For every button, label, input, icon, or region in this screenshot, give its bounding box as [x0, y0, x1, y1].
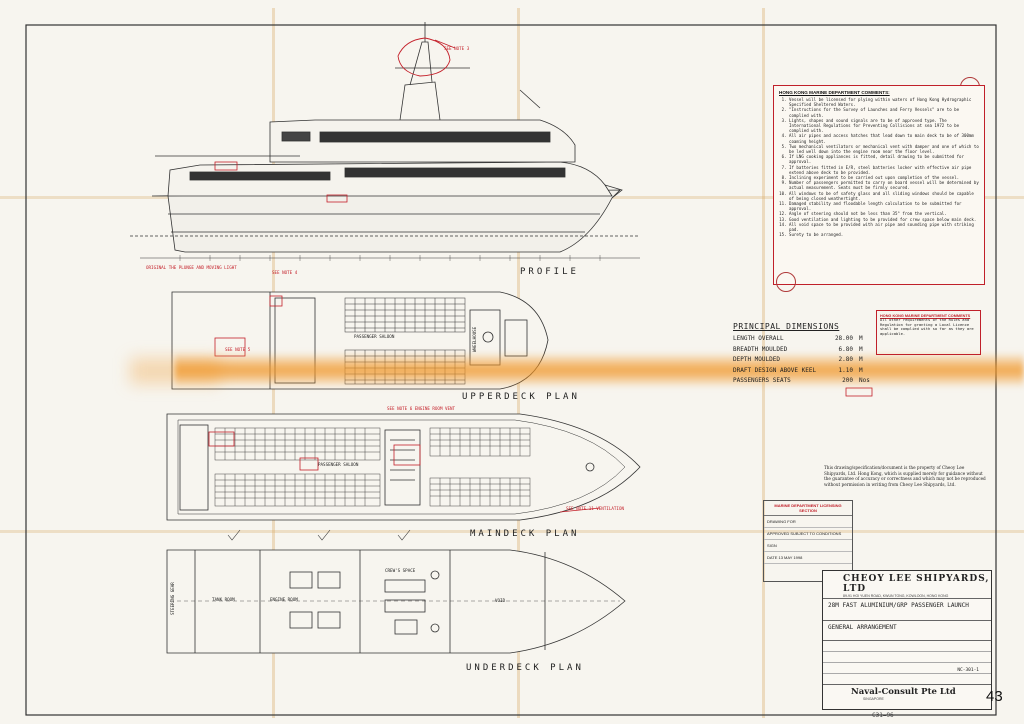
tank-room-label: TANK ROOM	[212, 597, 235, 602]
file-number: C31=96	[872, 712, 894, 719]
dimension-value: 28.00	[834, 335, 853, 342]
regulation-box: HONG KONG MARINE DEPARTMENT COMMENTS All…	[876, 310, 981, 355]
dimension-unit: M	[859, 366, 863, 374]
profile-title: PROFILE	[520, 267, 579, 277]
regbox-text: All other requirements of the Rules and …	[880, 317, 974, 336]
maindeck-title: MAINDECK PLAN	[470, 529, 580, 539]
note-item: Surety to be arranged.	[789, 232, 979, 237]
dimension-value: 6.80	[838, 345, 853, 353]
page-number: 43	[986, 688, 1003, 705]
annotation-note: SEE NOTE 6 ENGINE ROOM VENT	[387, 406, 456, 411]
paper-stain	[175, 352, 1024, 388]
dimension-value: 1.10	[838, 366, 853, 374]
note-item: Inclining experiment to be carried out u…	[789, 175, 979, 180]
approval-header: MARINE DEPARTMENT LICENSING SECTION	[764, 501, 852, 516]
dimension-row: DRAFT DESIGN ABOVE KEEL 1.10 M	[733, 366, 883, 377]
dimension-label: DEPTH MOULDED	[733, 356, 780, 363]
dimension-value: 2.80	[838, 356, 853, 363]
dimension-unit: M	[859, 345, 863, 353]
annotation-note: SEE NOTE 11 VENTILATION	[566, 506, 624, 511]
note-item: "Instructions for the Survey of Launches…	[789, 107, 979, 117]
note-item: Angle of steering should not be less tha…	[789, 211, 979, 216]
approval-block: MARINE DEPARTMENT LICENSING SECTION DRAW…	[763, 500, 853, 582]
dimension-unit: M	[859, 356, 863, 363]
note-item: Damaged stability and floodable length c…	[789, 201, 979, 211]
dimension-label: PASSENGERS SEATS	[733, 377, 791, 384]
drawing-number: NC-301-1	[957, 668, 979, 673]
copyright-notice: This drawing/specification/document is t…	[824, 465, 986, 487]
wheelhouse-label: WHEELHOUSE	[472, 326, 477, 352]
note-item: All void space to be provided with air p…	[789, 222, 979, 232]
dimension-label: DRAFT DESIGN ABOVE KEEL	[733, 366, 817, 374]
note-item: Lights, shapes and sound signals are to …	[789, 118, 979, 134]
approval-row: DATE 13 MAY 1998	[764, 552, 852, 564]
dimension-label: BREADTH MOULDED	[733, 345, 788, 353]
maindeck-plan	[166, 413, 641, 521]
regbox-title: HONG KONG MARINE DEPARTMENT COMMENTS	[880, 314, 971, 318]
dims-title: PRINCIPAL DIMENSIONS	[733, 322, 840, 331]
note-item: If batteries fitted in E/R, steel batter…	[789, 165, 979, 175]
annotation-note: ORIGINAL THE PLUNGE AND MOVING LIGHT	[146, 265, 237, 270]
company-address: 89-91 HOI YUEN ROAD, KWUN TONG, KOWLOON,…	[843, 594, 949, 598]
engine-room-label: ENGINE ROOM	[270, 597, 298, 602]
approval-row: SIGN	[764, 540, 852, 552]
principal-dimensions: PRINCIPAL DIMENSIONS LENGTH OVERALL 28.00…	[733, 322, 883, 387]
steering-gear-label: STEERING GEAR	[170, 582, 175, 615]
approval-row: APPROVED SUBJECT TO CONDITIONS	[764, 528, 852, 540]
notes-title: HONG KONG MARINE DEPARTMENT COMMENTS:	[779, 90, 890, 95]
annotation-note: SEE NOTE 4	[272, 270, 298, 275]
dimension-value: 200	[842, 377, 853, 384]
note-item: All air pipes and access hatches that le…	[789, 133, 979, 143]
profile-view	[130, 22, 640, 261]
underdeck-title: UNDERDECK PLAN	[466, 663, 584, 673]
company-name: CHEOY LEE SHIPYARDS, LTD	[843, 574, 990, 594]
fold-line	[0, 530, 1024, 533]
dimension-row: PASSENGERS SEATS 200 Nos	[733, 376, 883, 387]
upper-saloon-label: PASSENGER SALOON	[354, 334, 395, 339]
main-saloon-label: PASSENGER SALOON	[318, 462, 359, 467]
title-block: CHEOY LEE SHIPYARDS, LTD 89-91 HOI YUEN …	[822, 570, 992, 710]
note-item: Good ventilation and lighting to be prov…	[789, 217, 979, 222]
crews-space-label: CREW'S SPACE	[385, 568, 416, 573]
notes-list: Vessel will be licensed for plying withi…	[779, 97, 979, 237]
stamp-icon	[776, 272, 796, 292]
drawing-title: 28M FAST ALUMINIUM/GRP PASSENGER LAUNCH	[828, 602, 969, 609]
note-item: If LNG cooking appliances is fitted, det…	[789, 154, 979, 164]
void-label: VOID	[495, 598, 506, 603]
dimension-unit: Nos	[859, 377, 870, 384]
note-item: Vessel will be licensed for plying withi…	[789, 97, 979, 107]
note-item: All windows to be of safety glass and al…	[789, 191, 979, 201]
designer-name: Naval-Consult Pte Ltd	[851, 687, 956, 697]
dimension-unit: M	[859, 335, 863, 342]
marine-department-notes: HONG KONG MARINE DEPARTMENT COMMENTS: Ve…	[773, 85, 985, 285]
underdeck-plan	[166, 529, 626, 654]
note-item: Two mechanical ventilators or mechanical…	[789, 144, 979, 154]
designer-address: SINGAPORE	[863, 697, 884, 701]
note-item: Number of passengers permitted to carry …	[789, 180, 979, 190]
approval-row: DRAWING FOR	[764, 516, 852, 528]
sheet-title: GENERAL ARRANGEMENT	[828, 624, 897, 631]
dimension-row: LENGTH OVERALL 28.00 M	[733, 334, 883, 345]
dimension-label: LENGTH OVERALL	[733, 335, 784, 342]
annotation-note: SEE NOTE 5	[225, 347, 251, 352]
dimension-row: DEPTH MOULDED 2.80 M	[733, 355, 883, 366]
dimension-row: BREADTH MOULDED 6.80 M	[733, 345, 883, 356]
annotation-note: SEE NOTE 3	[444, 46, 470, 51]
upperdeck-title: UPPERDECK PLAN	[462, 392, 580, 402]
